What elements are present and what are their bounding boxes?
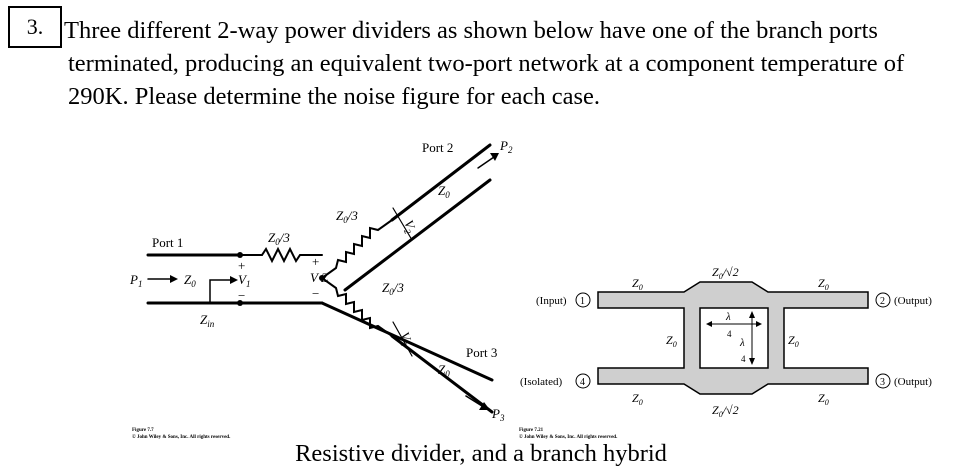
port-1-number: 1 — [580, 296, 585, 307]
port-3-number: 3 — [880, 377, 885, 388]
resistor-port1 — [261, 246, 323, 264]
v2-label: V2 — [399, 218, 419, 236]
figure-7-21-label: Figure 7.21 — [519, 428, 544, 433]
p2-label: P2 — [499, 138, 513, 155]
vz-label: V Z — [310, 270, 329, 285]
zin-label: Zin — [200, 312, 215, 329]
lambda-v-label: λ — [739, 337, 745, 349]
z0-port1-label: Z0 — [184, 272, 196, 289]
port3-top-line — [320, 301, 494, 382]
z0-bottom-left: Z0 — [632, 391, 643, 407]
node-dot-center — [319, 275, 325, 281]
question-line-2: terminated, producing an equivalent two-… — [68, 50, 905, 77]
minus-v1: − — [238, 288, 245, 303]
z03-port1-label: Z0/3 — [268, 230, 290, 247]
isolated-label: (Isolated) — [520, 376, 562, 388]
z0-sqrt2-top: Z0/√2 — [712, 265, 739, 281]
resistive-divider-diagram — [146, 143, 499, 414]
p2-arrowhead — [490, 153, 499, 161]
lambda-h-four: 4 — [727, 329, 732, 339]
z0-top-right: Z0 — [818, 276, 829, 292]
z0-port2-label: Z0 — [438, 183, 450, 200]
hybrid-center-window — [699, 307, 769, 369]
minus-vz: − — [312, 286, 319, 301]
z0-left-branch: Z0 — [666, 333, 677, 349]
resistive-divider-labels: Port 1 Port 2 Port 3 P1 Z0 V1 + − Zin Z0… — [129, 138, 513, 440]
z03-port2-label: Z0/3 — [336, 208, 358, 225]
plus-vz: + — [312, 254, 319, 269]
v2-arrow — [392, 207, 413, 241]
branch-hybrid-diagram — [575, 281, 891, 395]
p3-arrowhead — [479, 402, 490, 410]
port2-bottom-line — [343, 178, 492, 292]
port3-bottom-line — [390, 334, 494, 414]
p3-label: P3 — [491, 406, 505, 423]
port1-label: Port 1 — [152, 235, 183, 250]
node-dot-port1-top — [237, 252, 243, 258]
port-3-circle — [875, 373, 891, 389]
port2-top-line — [390, 143, 492, 222]
plus-v1: + — [238, 258, 245, 273]
figure-7-7-copyright: © John Wiley & Sons, Inc. All rights res… — [132, 434, 231, 440]
p1-label: P1 — [129, 272, 142, 289]
resistor-port2 — [321, 219, 393, 279]
lambda-v-arrowhead-top — [749, 311, 755, 318]
question-text: Three different 2-way power dividers as … — [64, 14, 958, 113]
branch-hybrid-labels: (Input) (Isolated) (Output) (Output) 1 4… — [519, 265, 932, 440]
v3-arrow — [392, 321, 413, 357]
input-label: (Input) — [536, 295, 567, 307]
lambda-h-arrowhead-left — [706, 321, 712, 327]
port3-label: Port 3 — [466, 345, 497, 360]
z03-port3-label: Z0/3 — [382, 280, 404, 297]
z0-sqrt2-bottom: Z0/√2 — [712, 403, 739, 419]
question-line-1: Three different 2-way power dividers as … — [64, 17, 878, 44]
z0-port3-label: Z0 — [438, 362, 450, 379]
lambda-h-label: λ — [725, 311, 731, 323]
resistor-port3 — [321, 277, 393, 337]
question-number: 3. — [8, 6, 62, 48]
p3-arrow — [465, 395, 483, 407]
figure-7-21-copyright: © John Wiley & Sons, Inc. All rights res… — [519, 434, 618, 440]
z0-right-branch: Z0 — [788, 333, 799, 349]
question-line-3: 290K. Please determine the noise figure … — [68, 83, 600, 110]
lambda-h-arrowhead-right — [756, 321, 762, 327]
port2-label: Port 2 — [422, 140, 453, 155]
lambda-v-arrowhead-bottom — [749, 358, 755, 365]
port-4-circle — [575, 373, 591, 389]
output-label-bottom: (Output) — [894, 376, 932, 388]
p1-arrowhead — [170, 275, 178, 283]
port-1-circle — [575, 292, 591, 308]
port-2-number: 2 — [880, 296, 885, 307]
p2-arrow — [477, 156, 495, 169]
z0-bottom-right: Z0 — [818, 391, 829, 407]
node-dot-port1-bottom — [237, 300, 243, 306]
v1-label: V1 — [238, 272, 250, 289]
zin-arrow — [209, 279, 231, 304]
z0-top-left: Z0 — [632, 276, 643, 292]
zin-arrowhead — [230, 276, 238, 284]
output-label-top: (Output) — [894, 295, 932, 307]
lambda-v-four: 4 — [741, 354, 746, 364]
port-4-number: 4 — [580, 377, 585, 388]
figure-caption: Resistive divider, and a branch hybrid — [295, 440, 667, 467]
figure-7-7-label: Figure 7.7 — [132, 428, 154, 433]
port-2-circle — [875, 292, 891, 308]
